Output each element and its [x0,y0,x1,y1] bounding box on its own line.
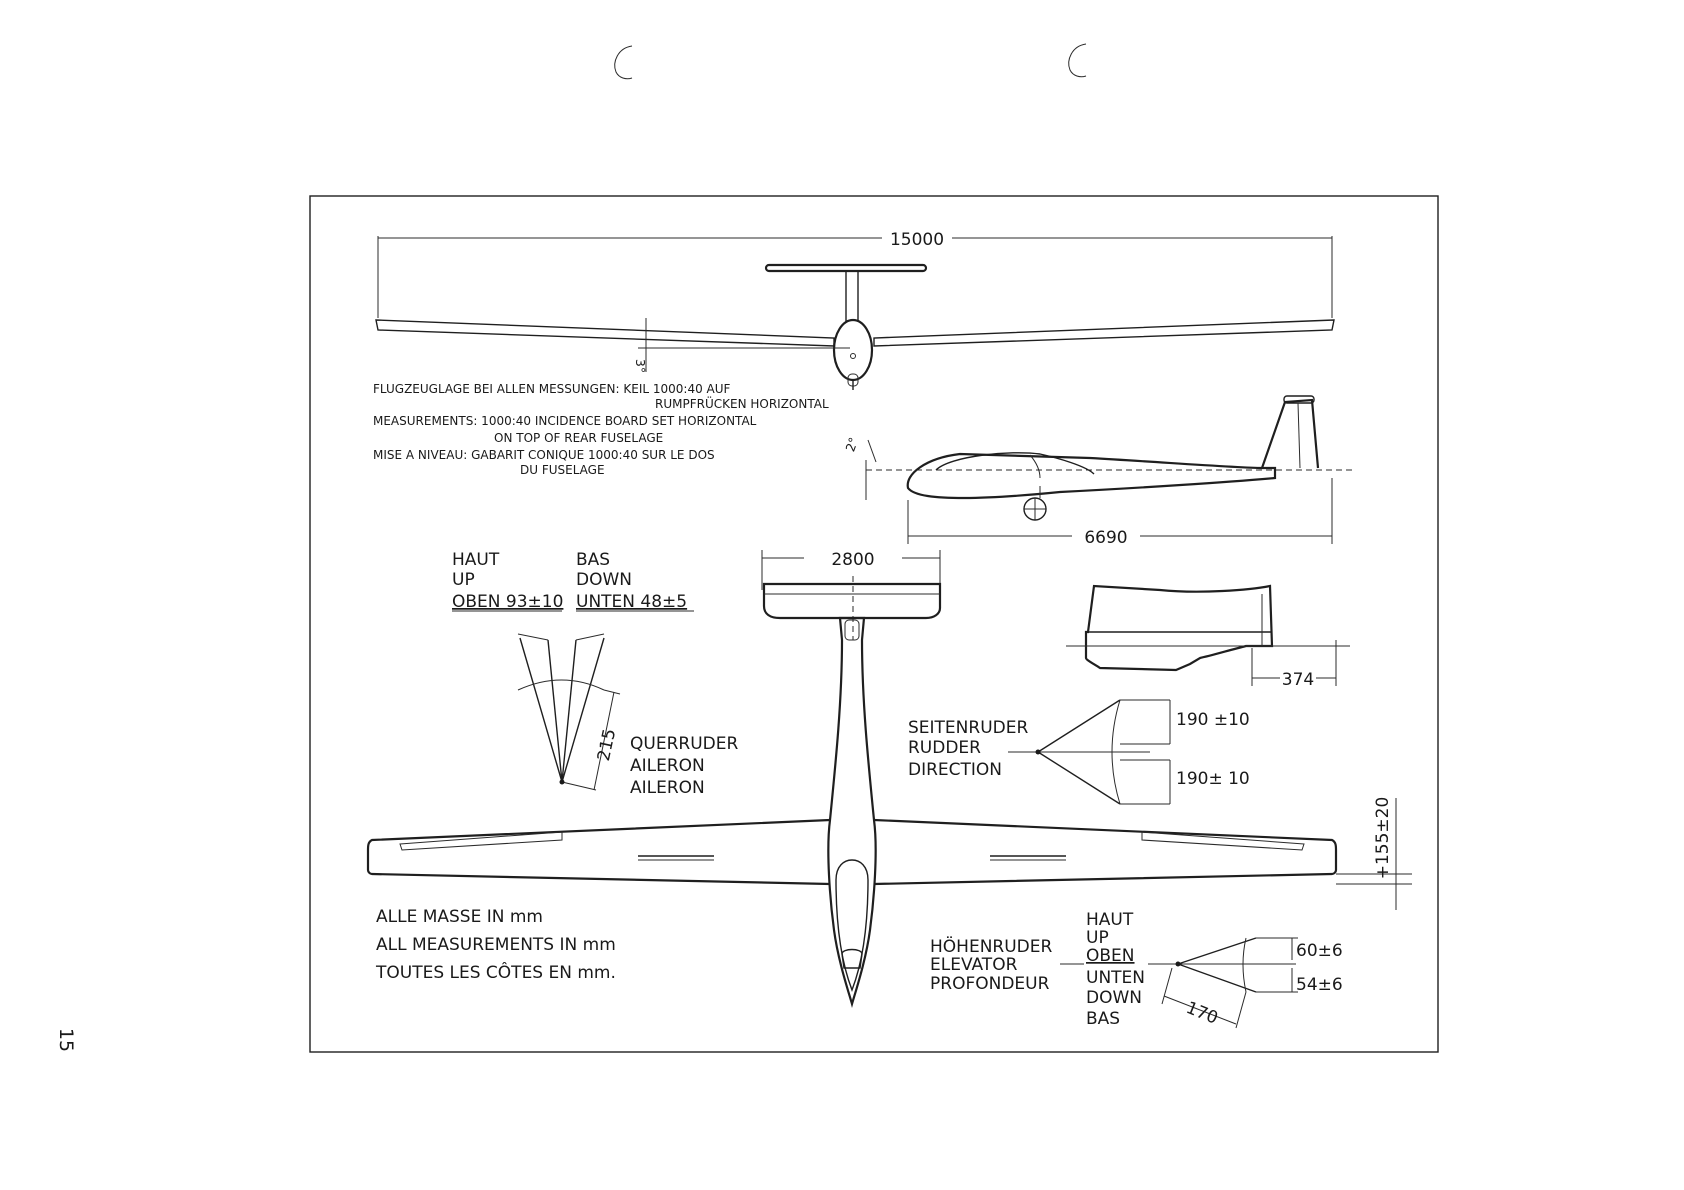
levelling-note-line-1: FLUGZEUGLAGE BEI ALLEN MESSUNGEN: KEIL 1… [373,382,731,396]
aileron-name-label-3: AILERON [630,778,705,798]
units-note-line-2: ALL MEASUREMENTS IN mm [376,935,616,955]
elevator-direction-label-4: UNTEN [1086,968,1145,988]
levelling-note-line-2: RUMPFRÜCKEN HORIZONTAL [655,395,829,411]
elevator-name-label-3: PROFONDEUR [930,974,1050,994]
elevator-name-label-1: HÖHENRUDER [930,935,1052,957]
levelling-note-line-3: MEASUREMENTS: 1000:40 INCIDENCE BOARD SE… [373,414,757,428]
drawing-frame [309,195,1439,1053]
aileron-up-label-2: UP [452,570,475,590]
rudder-labels: SEITENRUDER RUDDER DIRECTION 190 ±10 190… [908,699,1250,805]
length-dimension: 6690 [1084,528,1127,548]
elevator-direction-label-5: DOWN [1086,988,1142,1008]
elevator-direction-label-1: HAUT [1086,910,1134,930]
aileron-chord-dimension: 215 [594,727,620,763]
aileron-labels: HAUT UP OBEN 93±10 BAS DOWN UNTEN 48±5 2… [452,550,738,798]
elevator-direction-label-6: BAS [1086,1009,1120,1029]
plan-view: +155±20 [366,616,1412,1009]
aileron-down-label-1: BAS [576,550,610,570]
levelling-note: FLUGZEUGLAGE BEI ALLEN MESSUNGEN: KEIL 1… [373,382,829,477]
levelling-note-line-6: DU FUSELAGE [520,463,605,477]
side-view: 2° 6690 [842,395,1356,548]
span-dimension: 15000 [890,230,944,250]
units-note-line-3: TOUTES LES CÔTES EN mm. [375,961,616,983]
rudder-detail: 374 [1066,584,1350,690]
tailplane-top-view: 2800 [761,550,942,640]
levelling-note-line-5: MISE A NIVEAU: GABARIT CONIQUE 1000:40 S… [373,448,715,462]
rudder-name-label-2: RUDDER [908,738,981,758]
wingtip-deflection-dimension: +155±20 [1373,797,1393,880]
aileron-down-label-3: UNTEN 48±5 [576,592,687,612]
aileron-name-label-1: QUERRUDER [630,734,738,754]
elevator-direction-label-2: UP [1086,928,1109,948]
dihedral-label: 3° [633,359,648,373]
rudder-name-label-3: DIRECTION [908,760,1002,780]
rudder-name-label-1: SEITENRUDER [908,718,1028,738]
elevator-deflection-up: 60±6 [1296,941,1343,961]
elevator-direction-label-3: OBEN [1086,946,1135,966]
elevator-chord-dimension: 170 [1183,998,1221,1029]
aileron-up-label-3: OBEN 93±10 [452,592,563,612]
aileron-down-label-2: DOWN [576,570,632,590]
rudder-deflection-right: 190± 10 [1176,769,1250,789]
rudder-offset-dimension: 374 [1282,670,1314,690]
front-view: 15000 3° [375,230,1335,390]
incidence-label: 2° [842,435,861,453]
aileron-name-label-2: AILERON [630,756,705,776]
aileron-up-label-1: HAUT [452,550,500,570]
elevator-labels: HÖHENRUDER ELEVATOR PROFONDEUR HAUT UP O… [930,910,1343,1029]
page-number: 15 [55,1028,77,1052]
tailplane-span-dimension: 2800 [831,550,874,570]
levelling-note-line-4: ON TOP OF REAR FUSELAGE [494,431,663,445]
elevator-deflection-down: 54±6 [1296,975,1343,995]
punch-holes [614,43,1087,80]
rudder-deflection-left: 190 ±10 [1176,710,1250,730]
elevator-name-label-2: ELEVATOR [930,955,1018,975]
units-note-line-1: ALLE MASSE IN mm [376,907,543,927]
units-note: ALLE MASSE IN mm ALL MEASUREMENTS IN mm … [375,907,616,983]
